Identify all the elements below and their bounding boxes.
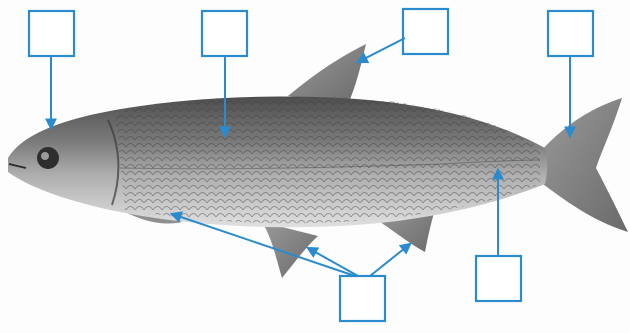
tail-fin	[540, 98, 628, 232]
label-box-5[interactable]	[476, 256, 521, 301]
leader-dorsal-fin	[358, 38, 405, 62]
eye-highlight	[41, 152, 49, 160]
dorsal-fin	[288, 44, 366, 104]
label-box-2[interactable]	[202, 11, 247, 56]
label-box-1[interactable]	[29, 11, 74, 56]
leader-anal-fin	[370, 244, 410, 276]
label-box-4[interactable]	[548, 11, 593, 56]
label-box-6[interactable]	[340, 276, 385, 321]
label-box-3[interactable]	[403, 9, 448, 54]
